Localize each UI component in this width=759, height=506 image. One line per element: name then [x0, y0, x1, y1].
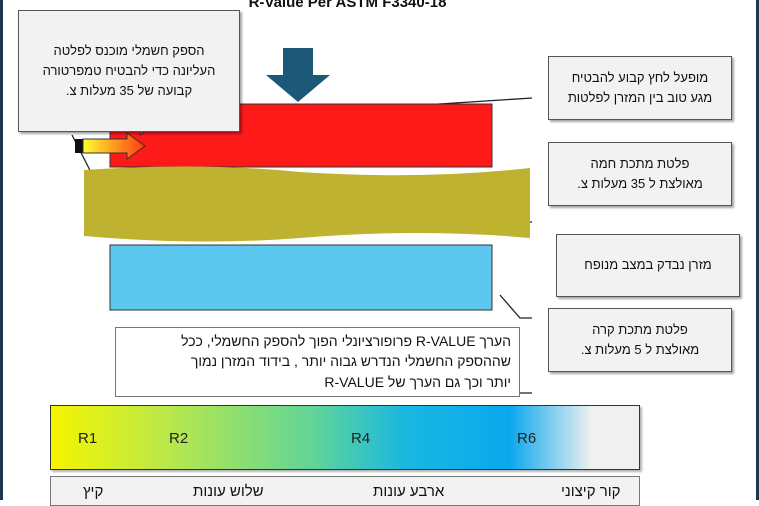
diagram-title: R-Value Per ASTM F3340-18: [248, 0, 447, 11]
mattress: [84, 166, 530, 242]
r-label: R4: [351, 430, 371, 447]
note-line: מאולצת ל 35 מעלות צ.: [577, 176, 703, 191]
mattress-note: מזרן נבדק במצב מנופח: [556, 234, 740, 297]
note-line: הספק חשמלי מוכנס לפלטה: [53, 42, 205, 58]
season-label: קיץ: [83, 483, 104, 500]
r-label: R6: [517, 430, 537, 447]
season-label: קור קיצוני: [561, 483, 621, 500]
note-line: קבועה של 35 מעלות צ.: [65, 83, 193, 99]
r-value-explanation: הערך R-VALUE פרופורציונלי הפוך להספק החש…: [115, 327, 520, 397]
cold-plate: [109, 244, 493, 311]
hot-plate-note: פלטת מתכת חמה מאולצת ל 35 מעלות צ.: [548, 142, 732, 206]
r-value-gradient-scale: R1 R2 R4 R6: [50, 405, 640, 470]
r-label: R2: [169, 430, 189, 447]
heat-input-note: הספק חשמלי מוכנס לפלטה העליונה כדי להבטיח…: [18, 10, 240, 132]
note-line: מזרן נבדק במצב מנופח: [584, 257, 712, 273]
heat-input-arrow-icon: [75, 132, 146, 160]
explanation-line: יותר וכך גם הערך של R-VALUE: [324, 373, 511, 390]
note-line: פלטת מתכת חמה: [590, 155, 690, 171]
season-label: ארבע עונות: [373, 483, 445, 500]
cold-plate-note: פלטת מתכת קרה מאולצת ל 5 מעלות צ.: [548, 308, 732, 372]
note-line: מגע טוב בין המזרן לפלטות: [567, 90, 713, 105]
note-line: העליונה כדי להבטיח טמפרטורה: [42, 62, 216, 78]
r-label: R1: [78, 430, 98, 447]
note-line: פלטת מתכת קרה: [592, 321, 688, 337]
pressure-note: מופעל לחץ קבוע להבטיח מגע טוב בין המזרן ל…: [548, 56, 732, 120]
pressure-arrow-icon: [266, 48, 330, 102]
note-line: מופעל לחץ קבוע להבטיח: [571, 69, 709, 85]
note-line: מאולצת ל 5 מעלות צ.: [580, 342, 700, 357]
season-labels-bar: קיץ שלוש עונות ארבע עונות קור קיצוני: [50, 476, 640, 506]
explanation-line: הערך R-VALUE פרופורציונלי הפוך להספק החש…: [181, 333, 511, 349]
leader-line: [499, 294, 532, 319]
season-label: שלוש עונות: [193, 483, 264, 500]
explanation-line: שההספק החשמלי הנדרש גבוה יותר , בידוד המ…: [190, 353, 511, 370]
